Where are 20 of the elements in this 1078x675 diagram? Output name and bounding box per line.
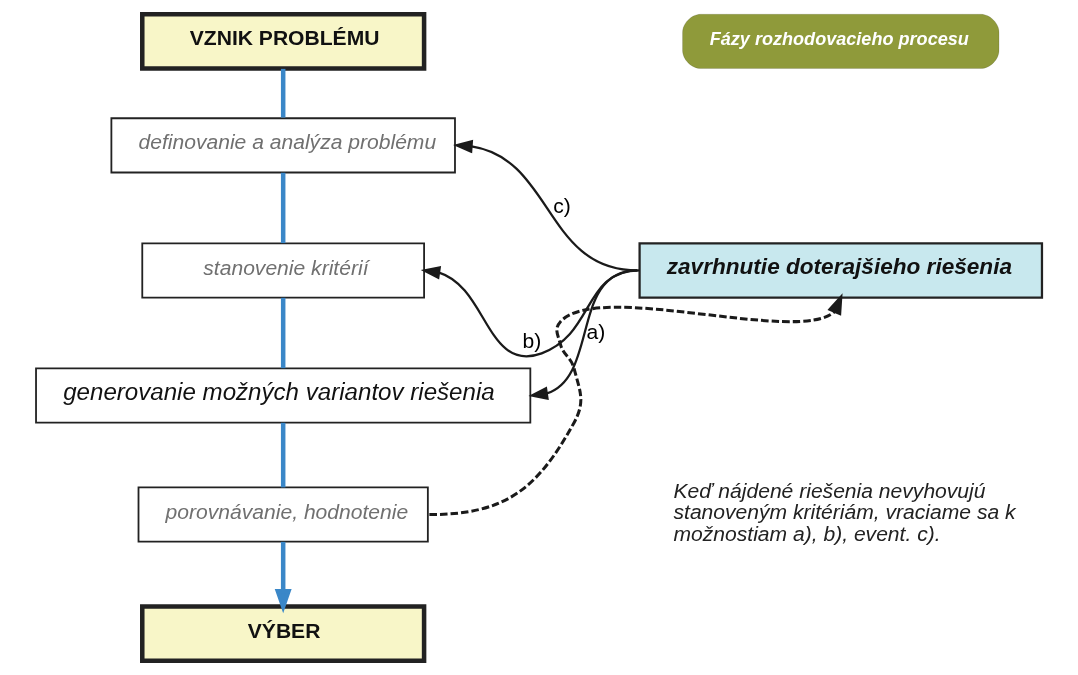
node-box: VZNIK PROBLÉMU	[140, 12, 427, 71]
node-box: generovanie možných variantov riešenia	[35, 367, 532, 424]
arrow	[274, 541, 292, 614]
connector	[280, 172, 286, 244]
connector	[280, 422, 286, 488]
node-box: zavrhnutie doterajšieho riešenia	[638, 242, 1044, 299]
arrow	[429, 293, 843, 517]
edge-label: c)	[553, 194, 571, 218]
connector	[280, 68, 286, 118]
edge-label: a)	[586, 319, 606, 343]
label: Keď nájdené riešenia nevyhovujú stanoveným kritériám, vraciame sa k možnostiam a), b), event. c).	[673, 479, 1016, 545]
arrow	[420, 265, 640, 358]
node-box: stanovenie kritérií	[141, 242, 425, 299]
edge-label: b)	[522, 328, 542, 352]
node-box: porovnávanie, hodnotenie	[137, 486, 429, 543]
node-box: Fázy rozhodovacieho procesu	[682, 14, 1000, 69]
arrow	[528, 269, 638, 400]
node-box: VÝBER	[140, 604, 427, 663]
node-box: definovanie a analýza problému	[110, 117, 456, 174]
connector	[280, 297, 286, 369]
